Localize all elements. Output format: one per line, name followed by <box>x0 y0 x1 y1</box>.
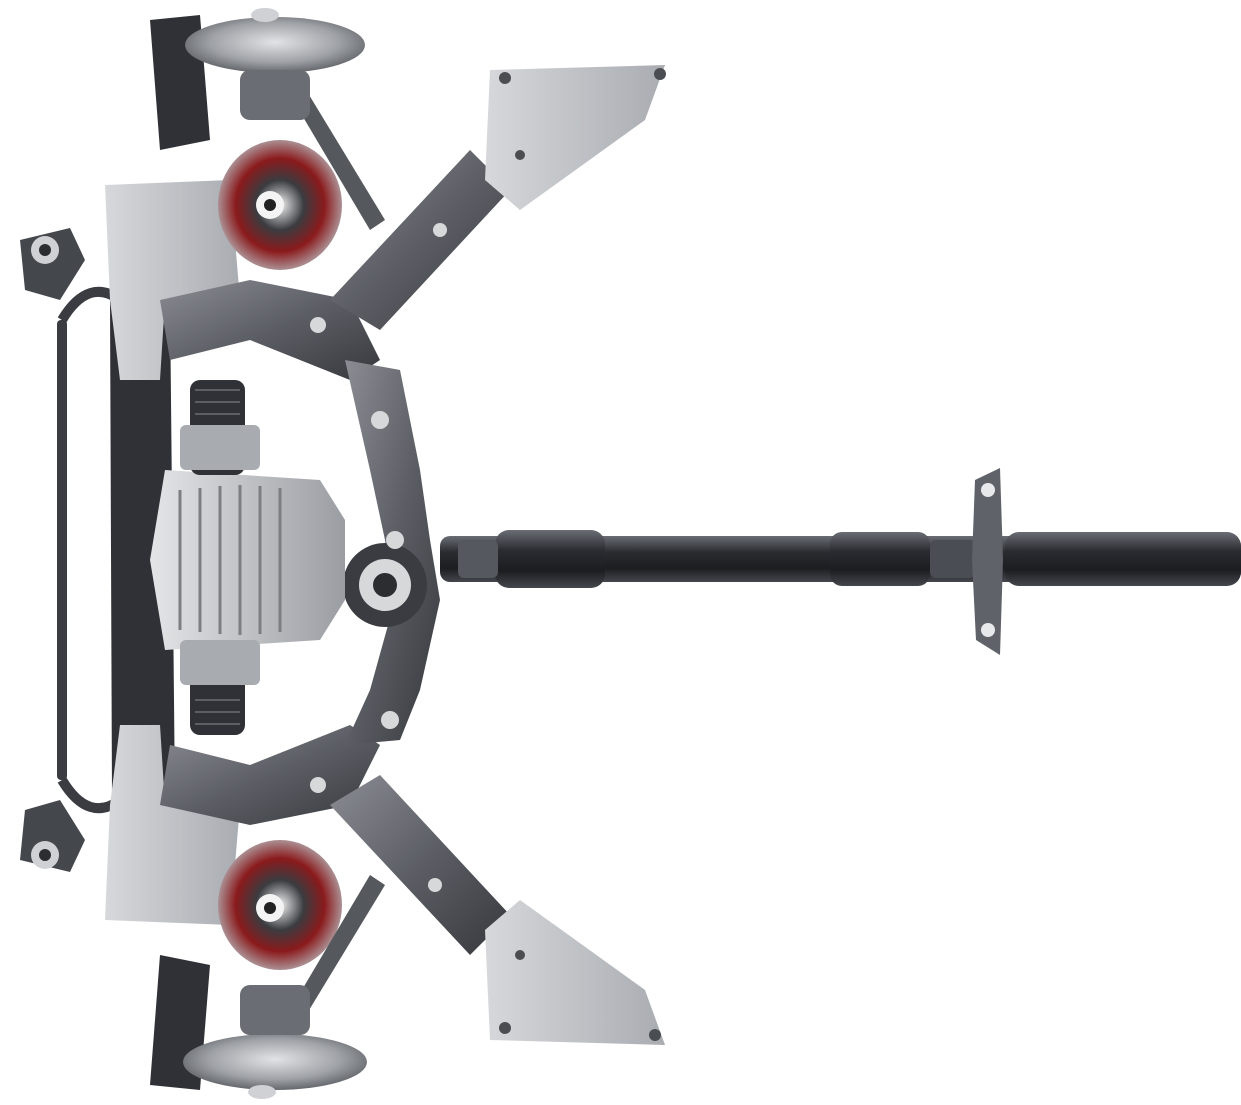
subframe <box>105 150 510 955</box>
upper-mounting-bracket <box>485 65 666 210</box>
upper-half-shaft <box>180 380 260 475</box>
lower-wheel-hub <box>150 955 367 1099</box>
lower-trailing-arm-bushing <box>218 840 385 1025</box>
lower-mounting-bracket <box>485 900 665 1045</box>
center-bearing-bracket <box>972 468 1003 655</box>
upper-trailing-arm-bushing <box>218 80 385 270</box>
stabilizer-bar <box>20 228 123 872</box>
lower-half-shaft <box>180 640 260 735</box>
differential <box>150 470 345 650</box>
upper-wheel-hub <box>150 8 365 150</box>
driveshaft <box>440 530 1241 588</box>
